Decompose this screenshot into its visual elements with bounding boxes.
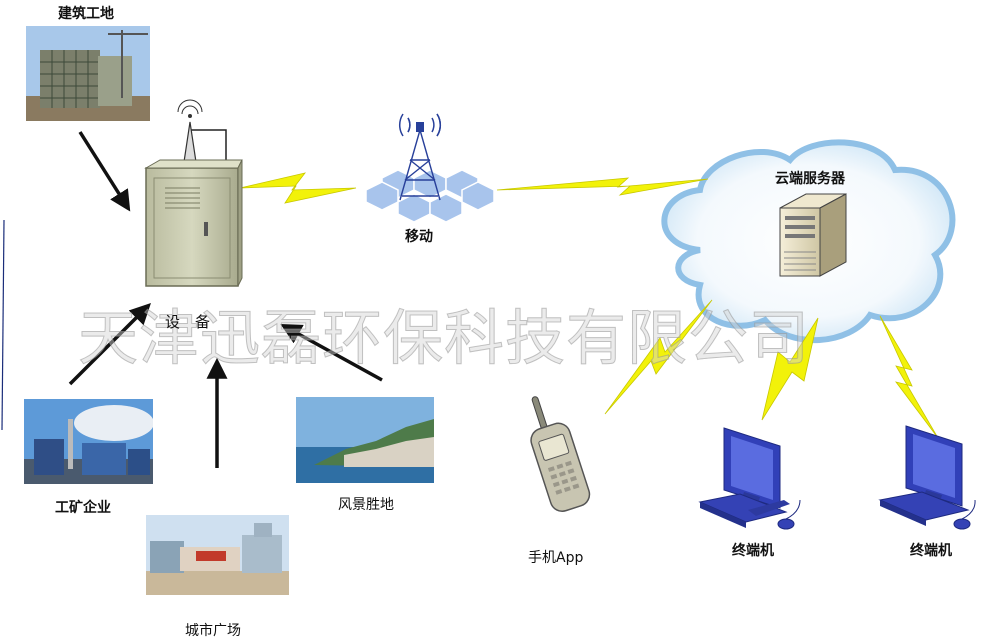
label-phone-app: 手机App xyxy=(528,550,584,566)
city-square-photo xyxy=(146,515,289,595)
lightning-cloud-terminal1 xyxy=(761,317,819,421)
label-terminal-1: 终端机 xyxy=(732,543,774,559)
lightning-device-tower xyxy=(239,172,357,204)
label-mining: 工矿企业 xyxy=(55,500,111,516)
mobile-tower xyxy=(365,113,495,223)
label-terminal-2: 终端机 xyxy=(910,543,952,559)
lightning-tower-cloud xyxy=(496,177,709,196)
lightning-cloud-terminal2 xyxy=(879,315,939,439)
construction-site-photo xyxy=(26,26,150,121)
scenic-spot-photo xyxy=(296,397,434,483)
label-mobile: 移动 xyxy=(405,229,433,245)
company-watermark: 天津迅磊环保科技有限公司 xyxy=(78,304,810,375)
label-city-square: 城市广场 xyxy=(185,623,241,639)
mining-enterprise-photo xyxy=(24,399,153,484)
cloud-server xyxy=(779,193,847,277)
label-construction: 建筑工地 xyxy=(58,6,114,22)
mobile-phone xyxy=(530,396,591,512)
terminal-computer-2 xyxy=(878,425,976,530)
arrow-scenic xyxy=(280,323,383,382)
device-cabinet xyxy=(144,99,243,287)
arrow-construction xyxy=(78,131,131,212)
label-cloud-server: 云端服务器 xyxy=(775,171,845,187)
label-scenic: 风景胜地 xyxy=(338,497,394,513)
lightning-cloud-phone xyxy=(604,299,713,415)
arrow-mining xyxy=(68,303,151,386)
left-edge-line xyxy=(1,219,5,431)
lightning-bolts xyxy=(239,172,939,439)
terminal-computer-1 xyxy=(698,427,801,530)
label-device: 设 备 xyxy=(165,313,211,331)
